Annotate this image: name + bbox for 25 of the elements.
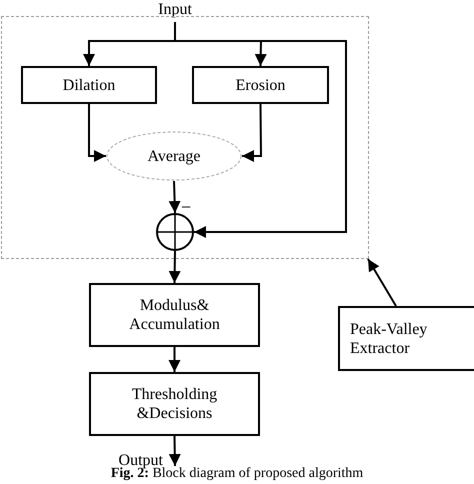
label-text: Erosion <box>236 76 286 94</box>
label-text: Average <box>148 146 200 166</box>
arrow <box>168 250 181 284</box>
label-text: Modulus& Accumulation <box>128 296 221 334</box>
label-text: Thresholding &Decisions <box>130 385 218 423</box>
arrow <box>168 436 181 466</box>
arrow <box>168 180 181 214</box>
arrow <box>168 347 180 372</box>
input-label: Input <box>158 0 192 18</box>
arrow <box>174 22 347 238</box>
label-text: Peak-Valley Extractor <box>350 320 428 358</box>
process-box <box>338 306 474 371</box>
process-box <box>89 372 260 436</box>
dashed-region <box>1 16 369 259</box>
process-box <box>21 66 157 104</box>
process-box <box>89 283 260 347</box>
edge-label: Output <box>118 452 163 469</box>
figure-caption: Fig. 2: Block diagram of proposed algorithm <box>110 466 364 481</box>
average-ellipse <box>106 131 242 181</box>
label-text: Dilation <box>62 76 116 94</box>
process-box <box>192 66 329 104</box>
arrow <box>367 258 397 307</box>
arrow <box>242 104 262 162</box>
minus-sign: − <box>181 199 192 216</box>
arrow <box>88 104 106 162</box>
